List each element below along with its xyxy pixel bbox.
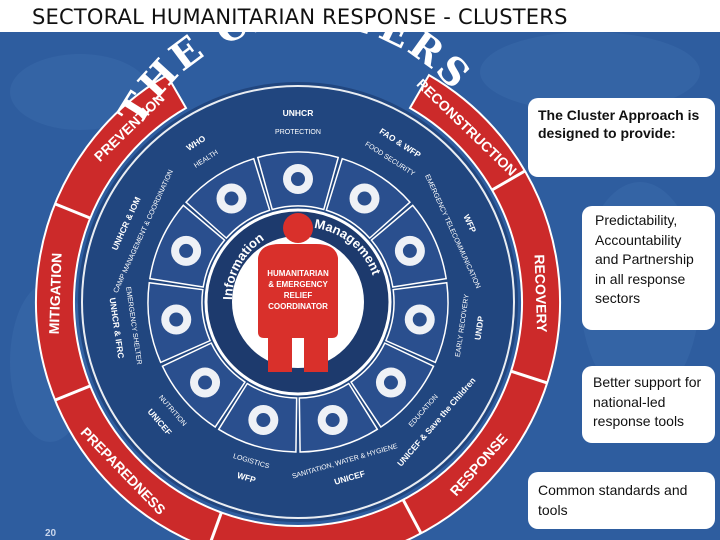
cycle-stage-mitigation: MITIGATION [46, 253, 65, 335]
callout-lead: The Cluster Approach is designed to prov… [528, 98, 715, 177]
food-bowl-icon-glyph [198, 375, 213, 390]
callout-common-standards: Common standards and tools [528, 472, 715, 529]
protection-hands-person-icon-glyph [291, 172, 305, 186]
cycle-separator [54, 384, 91, 402]
center-label-line-3: RELIEF [284, 291, 313, 300]
wheat-icon-glyph [357, 191, 372, 206]
shelter-tent-icon-glyph [169, 312, 184, 327]
cycle-separator [209, 511, 223, 540]
callout-national-support: Better support for national-led response… [582, 366, 715, 443]
center-label-line-2: & EMERGENCY [268, 280, 328, 289]
telecom-signal-icon-glyph [402, 243, 417, 258]
cluster-sector-protection: PROTECTION [275, 129, 321, 136]
cycle-separator [510, 369, 548, 385]
callout-predictability: Predictability, Accountability and Partn… [582, 206, 715, 330]
truck-plane-icon-glyph [256, 413, 271, 428]
camp-tents-icon-glyph [179, 243, 194, 258]
cycle-separator [401, 499, 423, 535]
slide-title: SECTORAL HUMANITARIAN RESPONSE - CLUSTER… [0, 0, 720, 32]
notebook-icon-glyph [383, 375, 398, 390]
center-label-line-4: COORDINATOR [268, 302, 328, 311]
water-tap-icon-glyph [325, 413, 340, 428]
coordinator-person-icon [258, 213, 338, 372]
center-label-line-1: HUMANITARIAN [267, 269, 329, 278]
cluster-agency-unhcr: UNHCR [283, 108, 314, 118]
cycle-stage-recovery: RECOVERY [531, 254, 550, 333]
hammer-icon-glyph [412, 312, 427, 327]
cycle-band-outline [35, 73, 561, 540]
cluster-agency-undp: UNDP [472, 315, 485, 341]
cycle-separator [491, 169, 526, 192]
cycle-separator [54, 202, 91, 220]
disaster-cycle-ring [35, 73, 561, 540]
cycle-stage-disaster: DISASTER [263, 537, 334, 540]
syringe-icon-glyph [224, 191, 239, 206]
page-number: 20 [45, 528, 57, 539]
